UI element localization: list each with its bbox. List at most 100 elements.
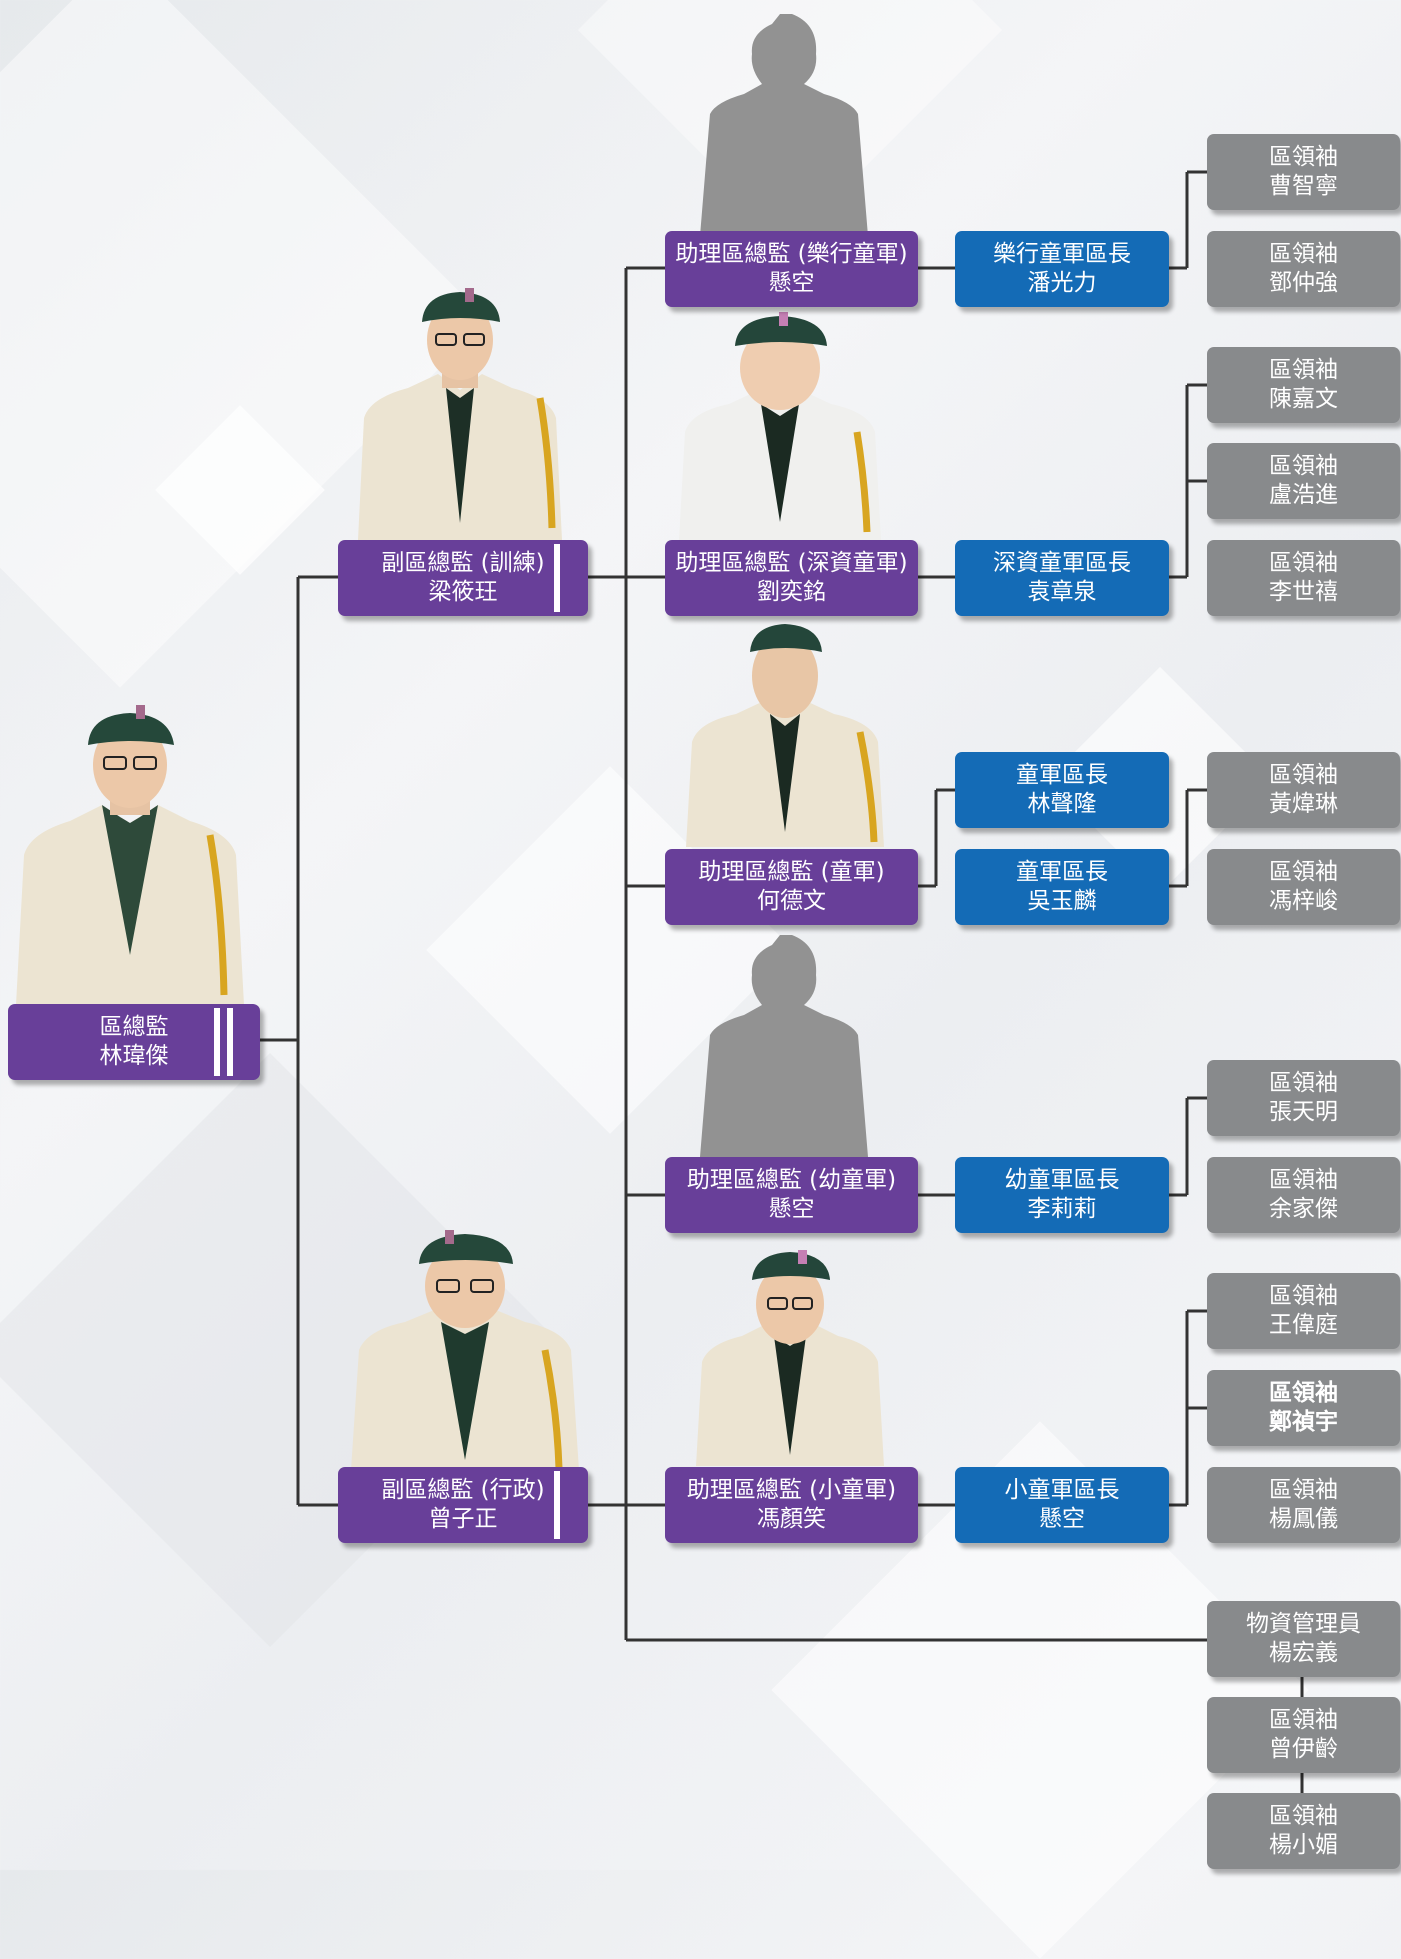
- deputy-commissioner-admin-box: 副區總監 (行政) 曾子正: [338, 1467, 588, 1543]
- role-title: 區領袖: [1269, 550, 1338, 576]
- rank-stripe: [554, 1471, 560, 1539]
- person-name: 鄧仲強: [1269, 270, 1338, 296]
- section-head-box: 幼童軍區長 李莉莉: [955, 1157, 1169, 1233]
- rank-stripe: [554, 544, 560, 612]
- person-name: 劉奕銘: [757, 579, 826, 605]
- silhouette-icon: [700, 935, 868, 1157]
- district-leader-box: 區領袖 曾伊齡: [1207, 1697, 1400, 1773]
- district-leader-box: 區領袖 張天明: [1207, 1060, 1400, 1136]
- role-title: 童軍區長: [1016, 762, 1108, 788]
- role-title: 副區總監 (行政): [381, 1477, 545, 1503]
- quartermaster-box: 物資管理員 楊宏義: [1207, 1601, 1400, 1677]
- section-head-box: 深資童軍區長 袁章泉: [955, 540, 1169, 616]
- district-leader-box: 區領袖 黃煒琳: [1207, 752, 1400, 828]
- person-name: 楊小媚: [1269, 1832, 1338, 1858]
- role-title: 區領袖: [1269, 1803, 1338, 1829]
- district-leader-box: 區領袖 鄧仲強: [1207, 231, 1400, 307]
- role-title: 區領袖: [1269, 1380, 1338, 1406]
- role-title: 區領袖: [1269, 453, 1338, 479]
- role-title: 區領袖: [1269, 859, 1338, 885]
- district-leader-box: 區領袖 楊鳳儀: [1207, 1467, 1400, 1543]
- person-name: 余家傑: [1269, 1196, 1338, 1222]
- section-head-box: 童軍區長 吳玉麟: [955, 849, 1169, 925]
- assistant-commissioner-rover-box: 助理區總監 (樂行童軍) 懸空: [665, 231, 918, 307]
- role-title: 區領袖: [1269, 357, 1338, 383]
- role-title: 助理區總監 (幼童軍): [686, 1167, 897, 1193]
- section-head-box: 樂行童軍區長 潘光力: [955, 231, 1169, 307]
- role-title: 深資童軍區長: [993, 550, 1131, 576]
- role-title: 小童軍區長: [1004, 1477, 1120, 1503]
- person-name: 黃煒琳: [1269, 791, 1338, 817]
- person-name: 楊鳳儀: [1269, 1506, 1338, 1532]
- role-title: 物資管理員: [1246, 1611, 1361, 1637]
- role-title: 助理區總監 (小童軍): [686, 1477, 897, 1503]
- role-title: 副區總監 (訓練): [381, 550, 545, 576]
- role-title: 區領袖: [1269, 1283, 1338, 1309]
- assistant-commissioner-scout-box: 助理區總監 (童軍) 何德文: [665, 849, 918, 925]
- district-leader-box: 區領袖 楊小媚: [1207, 1793, 1400, 1869]
- person-name: 吳玉麟: [1027, 888, 1097, 914]
- assistant-commissioner-venture-box: 助理區總監 (深資童軍) 劉奕銘: [665, 540, 918, 616]
- person-name: 懸空: [768, 270, 815, 296]
- role-title: 區領袖: [1269, 241, 1338, 267]
- person-photo: [351, 1230, 579, 1470]
- person-name: 袁章泉: [1027, 579, 1097, 605]
- district-leader-box: 區領袖 余家傑: [1207, 1157, 1400, 1233]
- person-name: 盧浩進: [1269, 482, 1338, 508]
- role-title: 區領袖: [1269, 1070, 1338, 1096]
- role-title: 區領袖: [1269, 762, 1338, 788]
- person-name: 懸空: [1039, 1506, 1085, 1532]
- person-name: 曾子正: [428, 1506, 498, 1532]
- silhouette-icon: [700, 14, 868, 236]
- role-title: 區領袖: [1269, 1707, 1338, 1733]
- person-photo: [686, 624, 884, 847]
- role-title: 區領袖: [1269, 144, 1338, 170]
- person-photo: [679, 312, 881, 540]
- person-name: 梁筱玨: [428, 579, 498, 605]
- person-photo: [358, 288, 562, 540]
- person-name: 馮顏笑: [757, 1506, 826, 1532]
- person-name: 馮梓峻: [1269, 888, 1338, 914]
- district-leader-box: 區領袖 鄭禎宇: [1207, 1370, 1400, 1446]
- person-name: 李世禧: [1269, 579, 1338, 605]
- section-head-box: 童軍區長 林聲隆: [955, 752, 1169, 828]
- district-leader-box: 區領袖 王偉庭: [1207, 1273, 1400, 1349]
- person-name: 曹智寧: [1269, 173, 1338, 199]
- person-name: 曾伊齡: [1269, 1736, 1338, 1762]
- person-name: 李莉莉: [1027, 1196, 1097, 1222]
- deputy-commissioner-training-box: 副區總監 (訓練) 梁筱玨: [338, 540, 588, 616]
- role-title: 區領袖: [1269, 1477, 1338, 1503]
- org-connector-lines: [260, 170, 1304, 1794]
- rank-stripe: [214, 1008, 220, 1076]
- assistant-commissioner-cub-box: 助理區總監 (幼童軍) 懸空: [665, 1157, 918, 1233]
- district-leader-box: 區領袖 陳嘉文: [1207, 347, 1400, 423]
- person-name: 陳嘉文: [1269, 386, 1338, 412]
- person-name: 林瑋傑: [99, 1043, 169, 1069]
- person-name: 懸空: [768, 1196, 815, 1222]
- role-title: 區領袖: [1269, 1167, 1338, 1193]
- role-title: 區總監: [99, 1014, 169, 1040]
- section-head-box: 小童軍區長 懸空: [955, 1467, 1169, 1543]
- district-leader-box: 區領袖 曹智寧: [1207, 134, 1400, 210]
- rank-stripe: [227, 1008, 233, 1076]
- person-name: 張天明: [1269, 1099, 1338, 1125]
- person-name: 林聲隆: [1027, 791, 1097, 817]
- person-photo: [16, 705, 244, 1005]
- person-name: 鄭禎宇: [1269, 1409, 1338, 1435]
- person-name: 楊宏義: [1269, 1640, 1338, 1666]
- district-leader-box: 區領袖 盧浩進: [1207, 443, 1400, 519]
- person-name: 潘光力: [1027, 270, 1097, 296]
- assistant-commissioner-grasshopper-box: 助理區總監 (小童軍) 馮顏笑: [665, 1467, 918, 1543]
- role-title: 助理區總監 (深資童軍): [675, 550, 908, 576]
- role-title: 助理區總監 (童軍): [698, 859, 885, 885]
- role-title: 幼童軍區長: [1004, 1167, 1120, 1193]
- role-title: 童軍區長: [1016, 859, 1108, 885]
- person-name: 何德文: [757, 888, 826, 914]
- person-photo: [696, 1250, 884, 1466]
- district-leader-box: 區領袖 馮梓峻: [1207, 849, 1400, 925]
- district-leader-box: 區領袖 李世禧: [1207, 540, 1400, 616]
- person-name: 王偉庭: [1269, 1312, 1338, 1338]
- role-title: 助理區總監 (樂行童軍): [675, 241, 908, 267]
- role-title: 樂行童軍區長: [993, 241, 1131, 267]
- district-commissioner-box: 區總監 林瑋傑: [8, 1004, 260, 1080]
